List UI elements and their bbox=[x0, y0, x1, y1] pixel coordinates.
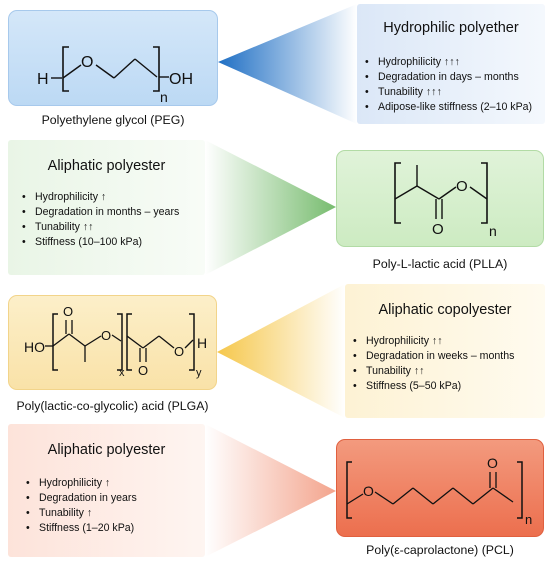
svg-text:O: O bbox=[174, 344, 184, 359]
peg-structure-box: H O OH n bbox=[8, 10, 218, 106]
plga-info-box: Aliphatic copolyester Hydrophilicity ↑↑ … bbox=[345, 284, 545, 418]
plga-property-item: Degradation in weeks – months bbox=[353, 349, 514, 364]
svg-text:H: H bbox=[197, 335, 207, 351]
peg-category-title: Hydrophilic polyether bbox=[383, 20, 519, 36]
svg-text:O: O bbox=[138, 363, 148, 378]
peg-info-box: Hydrophilic polyether Hydrophilicity ↑↑↑… bbox=[357, 4, 545, 124]
peg-structure: H O OH n bbox=[37, 46, 193, 105]
wedge-peg bbox=[218, 4, 357, 124]
peg-name: Polyethylene glycol (PEG) bbox=[41, 113, 185, 127]
svg-text:O: O bbox=[487, 455, 498, 471]
svg-text:n: n bbox=[525, 512, 532, 527]
svg-text:O: O bbox=[81, 54, 93, 71]
plla-property-list: Hydrophilicity ↑ Degradation in months –… bbox=[22, 190, 179, 250]
plga-property-list: Hydrophilicity ↑↑ Degradation in weeks –… bbox=[353, 334, 514, 394]
pcl-category-title: Aliphatic polyester bbox=[47, 442, 166, 458]
pcl-name: Poly(ε-caprolactone) (PCL) bbox=[366, 543, 514, 557]
plga-property-item: Hydrophilicity ↑↑ bbox=[353, 334, 514, 349]
plga-category-title: Aliphatic copolyester bbox=[378, 302, 512, 318]
plga-property-item: Stiffness (5–50 kPa) bbox=[353, 379, 514, 394]
plla-property-item: Degradation in months – years bbox=[22, 205, 179, 220]
pcl-property-item: Tunability ↑ bbox=[26, 506, 137, 521]
svg-text:O: O bbox=[432, 221, 444, 238]
svg-text:n: n bbox=[489, 223, 497, 239]
plga-structure-box: HO O O x O O H y bbox=[8, 295, 217, 390]
wedge-plga bbox=[217, 284, 345, 418]
svg-text:O: O bbox=[363, 483, 374, 499]
pcl-structure: O O n bbox=[346, 455, 532, 527]
plla-structure: O O n bbox=[394, 162, 497, 239]
svg-text:x: x bbox=[119, 367, 125, 379]
svg-text:O: O bbox=[456, 178, 468, 195]
pcl-property-list: Hydrophilicity ↑ Degradation in years Tu… bbox=[26, 476, 137, 536]
svg-text:O: O bbox=[63, 304, 73, 319]
pcl-property-item: Hydrophilicity ↑ bbox=[26, 476, 137, 491]
plga-property-item: Tunability ↑↑ bbox=[353, 364, 514, 379]
wedge-plla bbox=[205, 140, 336, 275]
pcl-info-box: Aliphatic polyester Hydrophilicity ↑ Deg… bbox=[8, 424, 205, 557]
pcl-property-item: Degradation in years bbox=[26, 491, 137, 506]
plla-property-item: Tunability ↑↑ bbox=[22, 220, 179, 235]
svg-text:OH: OH bbox=[169, 71, 193, 88]
plla-property-item: Hydrophilicity ↑ bbox=[22, 190, 179, 205]
peg-property-item: Adipose-like stiffness (2–10 kPa) bbox=[365, 100, 532, 115]
svg-text:O: O bbox=[101, 328, 111, 343]
pcl-property-item: Stiffness (1–20 kPa) bbox=[26, 521, 137, 536]
wedge-pcl bbox=[205, 424, 336, 557]
peg-property-item: Hydrophilicity ↑↑↑ bbox=[365, 55, 532, 70]
plga-name: Poly(lactic-co-glycolic) acid (PLGA) bbox=[16, 399, 209, 413]
plga-structure: HO O O x O O H y bbox=[24, 304, 207, 379]
svg-text:n: n bbox=[160, 89, 168, 105]
plla-structure-box: O O n bbox=[336, 150, 544, 247]
svg-text:HO: HO bbox=[24, 339, 45, 355]
plla-property-item: Stiffness (10–100 kPa) bbox=[22, 235, 179, 250]
plla-name: Poly-L-lactic acid (PLLA) bbox=[372, 257, 508, 271]
peg-property-item: Tunability ↑↑↑ bbox=[365, 85, 532, 100]
peg-property-item: Degradation in days – months bbox=[365, 70, 532, 85]
svg-text:y: y bbox=[196, 367, 202, 379]
peg-property-list: Hydrophilicity ↑↑↑ Degradation in days –… bbox=[365, 55, 532, 115]
plla-category-title: Aliphatic polyester bbox=[47, 158, 166, 174]
svg-text:H: H bbox=[37, 71, 49, 88]
plla-info-box: Aliphatic polyester Hydrophilicity ↑ Deg… bbox=[8, 140, 205, 275]
pcl-structure-box: O O n bbox=[336, 439, 544, 537]
